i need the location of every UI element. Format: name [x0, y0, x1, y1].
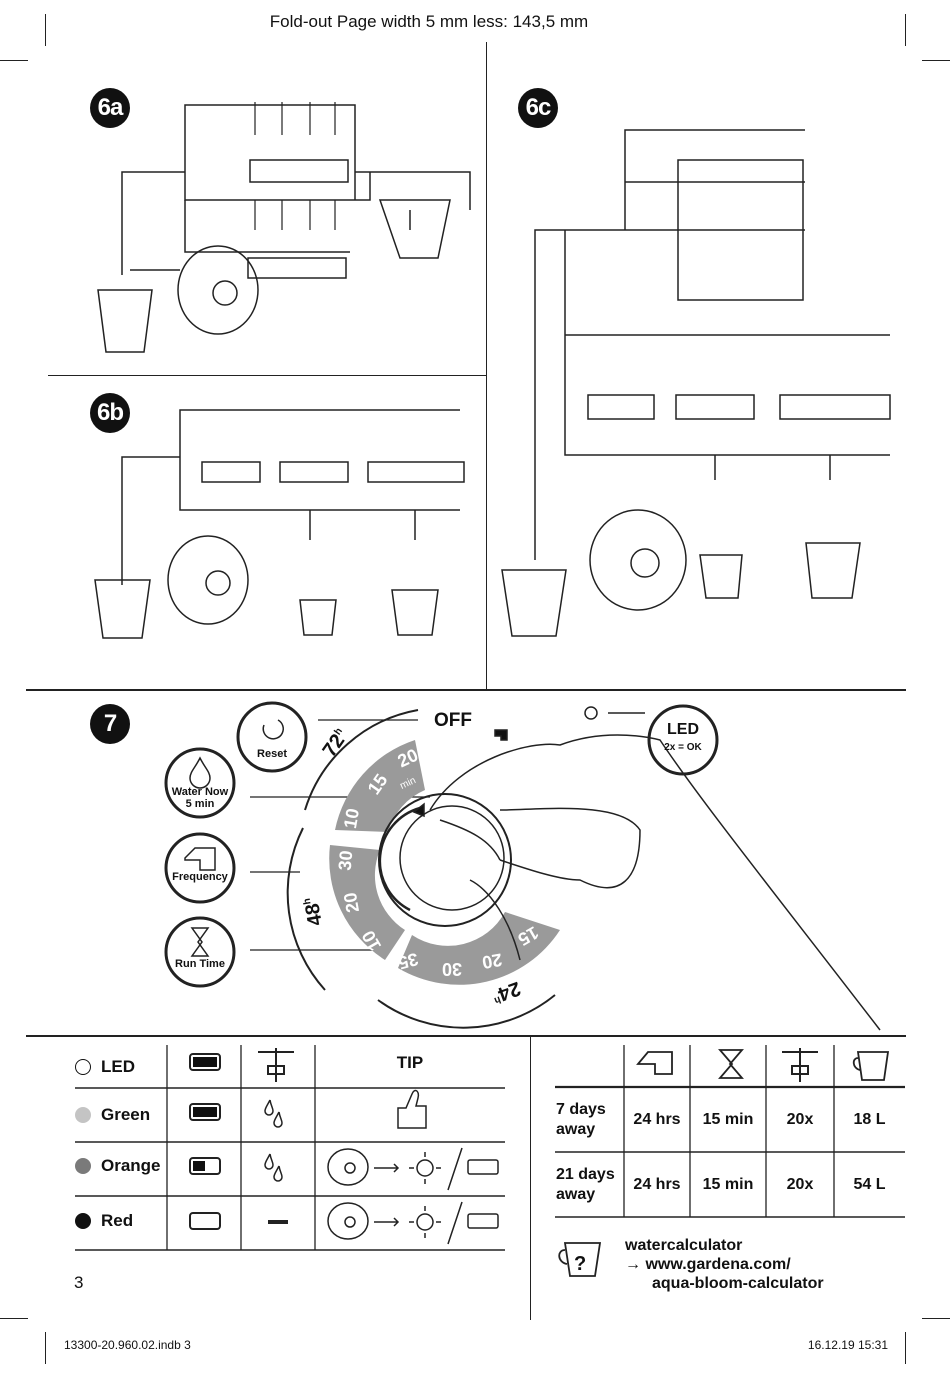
- page-header: Fold-out Page width 5 mm less: 143,5 mm: [269, 12, 589, 31]
- divider: [26, 1035, 906, 1037]
- section-6a-badge: 6a: [90, 88, 130, 128]
- battery-full-icon: [193, 1107, 217, 1117]
- water-calculator-link[interactable]: watercalculator → www.gardena.com/ aqua-…: [625, 1236, 824, 1293]
- dial-diagram: [164, 701, 881, 1031]
- footer-date: 16.12.19 15:31: [807, 1338, 888, 1352]
- crop-mark: [905, 14, 906, 46]
- calendar-icon: [184, 847, 216, 871]
- reset-icon: [262, 719, 284, 740]
- page-number: 3: [74, 1273, 84, 1292]
- section-6c-badge: 6c: [518, 88, 558, 128]
- water-drop-icon: [189, 756, 211, 789]
- run-time-button-label[interactable]: Run Time: [175, 958, 225, 970]
- run-time-value: 15 min: [702, 1110, 754, 1128]
- led-row-red: Red: [75, 1196, 133, 1246]
- tap-icon: [494, 729, 508, 741]
- hourglass-icon: [190, 927, 210, 957]
- drops-icon: [264, 1153, 283, 1182]
- divider: [530, 1037, 531, 1320]
- time-48h-30: 30: [334, 849, 357, 872]
- crop-mark: [0, 60, 28, 61]
- drippers-value: 20x: [786, 1175, 814, 1193]
- hourglass-icon: [718, 1049, 744, 1079]
- led-header: LED: [75, 1045, 135, 1088]
- divider: [48, 375, 486, 376]
- drippers-value: 20x: [786, 1110, 814, 1128]
- frequency-button-label[interactable]: Frequency: [172, 871, 228, 883]
- sun-or-charge-icon: [327, 1147, 499, 1191]
- interval-48h: 48h: [301, 897, 327, 928]
- footer-file: 13300-20.960.02.indb 3: [64, 1338, 191, 1352]
- battery-empty-icon: [189, 1212, 221, 1230]
- off-label: OFF: [434, 710, 472, 731]
- reset-button-label[interactable]: Reset: [257, 748, 287, 760]
- section-6b-badge: 6b: [90, 393, 130, 433]
- table-lines: [75, 1045, 905, 1251]
- crop-mark: [45, 14, 46, 46]
- crop-mark: [45, 1332, 46, 1364]
- frequency-value: 24 hrs: [633, 1110, 681, 1128]
- drops-icon: [264, 1099, 283, 1128]
- divider: [26, 689, 906, 691]
- svg-text:?: ?: [574, 1253, 586, 1275]
- bucket-question-icon: [558, 1242, 602, 1277]
- calendar-icon: [636, 1051, 673, 1075]
- dripper-icon: [782, 1048, 818, 1082]
- run-time-value: 15 min: [702, 1175, 754, 1193]
- led-row-orange: Orange: [75, 1142, 161, 1190]
- diagram-6a: [97, 102, 471, 353]
- battery-half-icon: [193, 1161, 205, 1171]
- time-24h-30: 30: [442, 959, 463, 979]
- calculator-line: watercalculator: [625, 1237, 743, 1254]
- crop-mark: [905, 1332, 906, 1364]
- water-value: 54 L: [853, 1175, 886, 1193]
- crop-mark: [922, 60, 950, 61]
- calculator-url: → www.gardena.com/: [625, 1256, 791, 1273]
- thumbs-up-icon: [397, 1089, 427, 1129]
- row-label: 7 days away: [556, 1100, 606, 1138]
- dripper-icon: [258, 1048, 294, 1082]
- table-icons: ?: [189, 1048, 890, 1277]
- crop-mark: [922, 1318, 950, 1319]
- dial-band-72h: [335, 740, 425, 832]
- battery-full-icon: [193, 1057, 217, 1067]
- led-sub: 2x = OK: [664, 742, 702, 753]
- bucket-icon: [852, 1051, 890, 1081]
- time-72h-10: 10: [339, 806, 364, 831]
- row-label: 21 days away: [556, 1165, 615, 1203]
- led-row-green: Green: [75, 1088, 150, 1142]
- led-indicator: LED 2x = OK: [649, 722, 717, 756]
- led-label: LED: [667, 721, 699, 738]
- calculator-url: aqua-bloom-calculator: [652, 1275, 824, 1292]
- dial-band-24h: [398, 912, 560, 985]
- water-now-sub: 5 min: [185, 798, 215, 810]
- section-7-badge: 7: [90, 704, 130, 744]
- water-value: 18 L: [853, 1110, 886, 1128]
- crop-mark: [0, 1318, 28, 1319]
- time-24h-20: 20: [480, 949, 504, 973]
- tip-header: TIP: [396, 1053, 424, 1072]
- divider: [486, 42, 487, 690]
- diagram-6c: [501, 129, 891, 637]
- frequency-value: 24 hrs: [633, 1175, 681, 1193]
- diagram-6b: [94, 409, 465, 639]
- sun-or-charge-icon: [327, 1201, 499, 1245]
- time-48h-20: 20: [339, 890, 364, 915]
- water-now-label: Water Now: [171, 786, 229, 798]
- dial-band-48h: [329, 845, 405, 960]
